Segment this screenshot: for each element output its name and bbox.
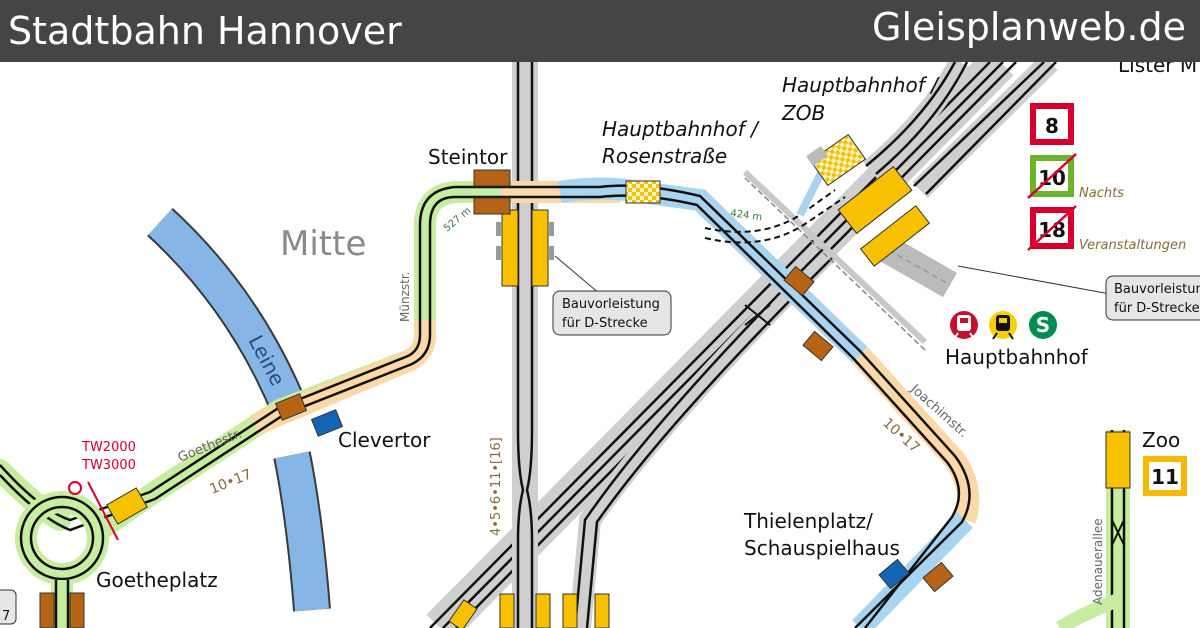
site-name[interactable]: Gleisplanweb.de [872, 5, 1186, 49]
vehicle-note-tw3000: TW3000 [81, 458, 136, 473]
header-bar: Stadtbahn Hannover Gleisplanweb.de [0, 0, 1200, 62]
station-goetheplatz: Goetheplatz [96, 568, 218, 592]
callout-2-line1: Bauvorleistung [1114, 282, 1200, 297]
ubahn-icon [989, 311, 1017, 340]
line-badge-11: 11 [1143, 456, 1187, 496]
sbahn-icon: S [1029, 311, 1057, 339]
station-hbf-zob-2: ZOB [781, 101, 825, 125]
callout-bauvorleistung-2: Bauvorleistung für D-Strecke [1105, 275, 1200, 321]
svg-text:S: S [1036, 313, 1050, 337]
station-box-hbf-1 [783, 265, 815, 297]
station-hbf-rosenstrasse-1: Hauptbahnhof / [602, 117, 760, 141]
line-10-note: Nachts [1079, 186, 1124, 201]
platform-rosenstrasse [625, 180, 661, 204]
station-steintor: Steintor [428, 145, 508, 169]
station-box-clevertor-brown [274, 393, 308, 421]
platform-hbf-main [837, 165, 913, 235]
station-hauptbahnhof: Hauptbahnhof [945, 345, 1089, 369]
station-box-steintor-2 [473, 197, 511, 215]
svg-text:11: 11 [1151, 465, 1179, 489]
station-hbf-rosenstrasse-2: Rosenstraße [602, 144, 727, 168]
vehicle-boundary-marker [68, 481, 119, 541]
station-box-clevertor-blue [310, 409, 344, 437]
platform-zoo [1105, 431, 1131, 489]
platform-steintor-south-1 [501, 209, 519, 287]
station-box-thielenplatz-brown [922, 561, 954, 593]
platforms [39, 165, 1131, 628]
svg-text:7: 7 [2, 609, 10, 624]
distance-hbf: 424 m [730, 208, 763, 223]
callout-1-line1: Bauvorleistung [562, 297, 660, 312]
left-edge-badge: 7 [0, 589, 17, 625]
station-box-steintor-1 [473, 169, 511, 187]
line-18-note: Veranstaltungen [1079, 238, 1186, 253]
station-boxes [274, 169, 954, 593]
platform-steintor-south-2 [531, 209, 549, 287]
platform-goetheplatz-1 [39, 592, 55, 628]
route-label-goethestr: 10•17 [208, 466, 255, 497]
station-thielenplatz-1: Thielenplatz/ [743, 509, 873, 533]
line-badge-18: 18 [1027, 205, 1077, 251]
svg-text:8: 8 [1045, 114, 1059, 138]
route-label-vertical: 4•5•6•11•[16] [489, 437, 504, 536]
callout-1-line2: für D-Strecke [562, 316, 648, 331]
district-label: Mitte [280, 224, 366, 264]
goetheplatz-loop [15, 491, 109, 628]
station-clevertor: Clevertor [338, 428, 431, 452]
river-leine-lower-fill [275, 451, 329, 612]
station-zoo: Zoo [1142, 428, 1180, 452]
line-badge-10: 10 [1027, 153, 1077, 199]
station-hbf-zob-1: Hauptbahnhof / [782, 73, 940, 97]
vertical-corridor [512, 62, 538, 628]
distance-steintor: 527 m [442, 205, 474, 234]
station-box-thielenplatz-blue [878, 558, 910, 590]
vehicle-note-tw2000: TW2000 [81, 440, 136, 455]
callout-2-line2: für D-Strecke [1114, 301, 1200, 316]
line-badge-8: 8 [1030, 103, 1074, 145]
platform-goetheplatz-yellow [106, 487, 148, 525]
callout-bauvorleistung-1: Bauvorleistung für D-Strecke [552, 290, 672, 336]
platform-goetheplatz-2 [69, 592, 85, 628]
station-box-hbf-2 [802, 330, 834, 362]
street-muenzstr: Münzstr. [398, 272, 412, 322]
station-thielenplatz-2: Schauspielhaus [744, 536, 900, 560]
river-leine-fill [148, 209, 306, 417]
platform-hbf-zob [809, 133, 867, 187]
tram-icon [950, 311, 978, 340]
street-adenauerallee: Adenauerallee [1091, 518, 1105, 605]
page-title: Stadtbahn Hannover [8, 9, 402, 53]
